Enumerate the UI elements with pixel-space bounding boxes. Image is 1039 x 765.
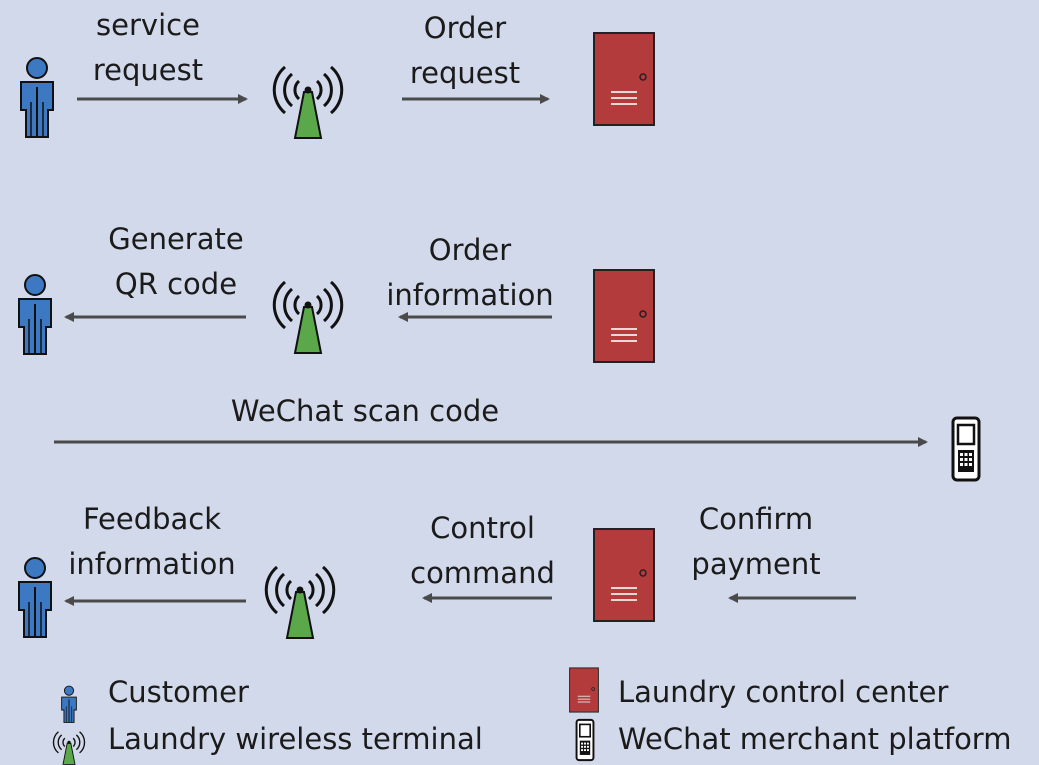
label-feedback-information: Feedback information: [68, 502, 236, 581]
label-confirm-payment: Confirm payment: [691, 502, 821, 581]
label-service-request: service request: [92, 8, 204, 87]
legend-terminal-label: Laundry wireless terminal: [108, 722, 483, 756]
mobile-phone-icon: [951, 416, 981, 482]
label-order-request: Order request: [409, 11, 521, 90]
legend-terminal-icon: [52, 731, 86, 765]
legend-customer-label: Customer: [108, 675, 249, 709]
label-control-command: Control command: [410, 511, 555, 590]
wireless-terminal-icon: [272, 65, 344, 140]
wireless-terminal-icon: [272, 280, 344, 355]
wireless-terminal-icon: [264, 565, 336, 640]
legend-control-center-label: Laundry control center: [618, 675, 949, 709]
label-generate-qr-code: Generate QR code: [108, 222, 244, 301]
label-order-information: Order information: [386, 233, 554, 312]
customer-icon: [18, 557, 52, 638]
legend-platform-icon: [575, 718, 595, 762]
control-center-icon: [593, 32, 655, 126]
legend-platform-label: WeChat merchant platform: [618, 722, 1012, 756]
label-wechat-scan-code: WeChat scan code: [230, 394, 500, 428]
control-center-icon: [593, 269, 655, 363]
customer-icon: [20, 57, 54, 138]
legend-customer-icon: [61, 685, 77, 723]
control-center-icon: [593, 528, 655, 622]
legend-control-center-icon: [569, 667, 599, 713]
customer-icon: [18, 274, 52, 355]
